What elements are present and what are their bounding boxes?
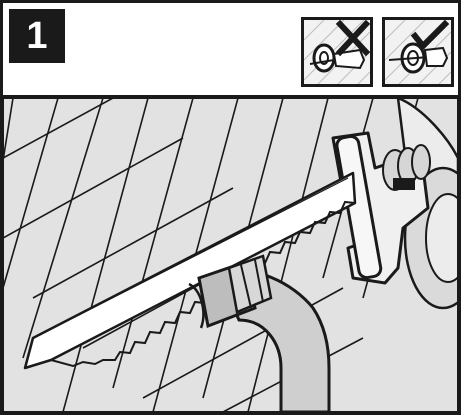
blade-angle-right-icon	[382, 17, 454, 87]
step-number: 1	[26, 15, 48, 57]
pipe-with-fitting	[188, 254, 331, 412]
scene-drawing	[3, 98, 458, 412]
instruction-scene	[3, 98, 458, 412]
blade-angle-wrong-drawing	[304, 20, 370, 84]
reciprocating-saw	[331, 131, 431, 285]
blade-angle-wrong-icon	[301, 17, 373, 87]
step-badge: 1	[9, 9, 65, 63]
blade-angle-right-drawing	[385, 20, 451, 84]
instruction-header: 1	[3, 3, 458, 98]
